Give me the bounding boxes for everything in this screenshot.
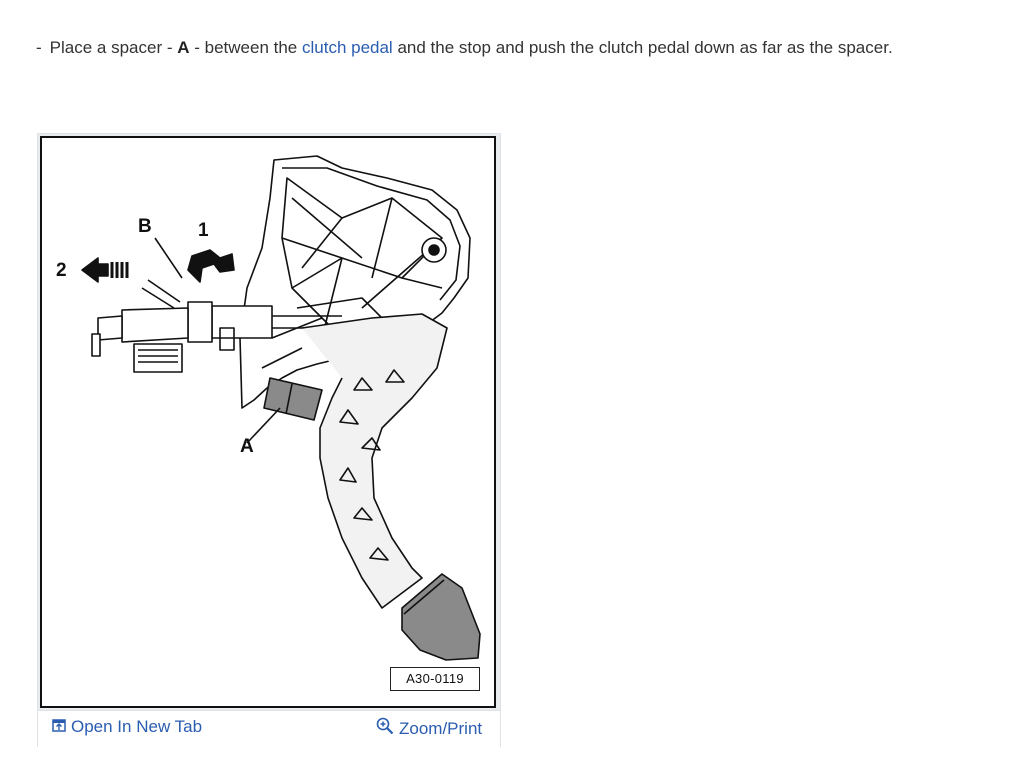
clutch-pedal-illustration: B 1 2 A A30-0119	[40, 136, 496, 708]
open-new-tab-icon	[52, 717, 66, 737]
step-bullet: -	[36, 38, 42, 57]
instruction-step: -Place a spacer - A - between the clutch…	[36, 37, 893, 59]
zoom-print-button[interactable]: Zoom/Print	[376, 717, 482, 740]
step-text-middle: - between the	[189, 38, 302, 57]
figure-toolbar: Open In New Tab Zoom/Print	[38, 710, 500, 747]
clutch-pedal-link[interactable]: clutch pedal	[301, 38, 393, 57]
figure-code: A30-0119	[390, 667, 480, 691]
callout-a: A	[240, 436, 254, 457]
pedal-drawing	[81, 155, 481, 661]
figure-container: B 1 2 A A30-0119 Open In New Tab	[38, 134, 500, 747]
open-new-tab-button[interactable]: Open In New Tab	[52, 717, 202, 737]
callout-b: B	[138, 216, 152, 237]
zoom-print-label: Zoom/Print	[399, 718, 483, 738]
open-new-tab-label: Open In New Tab	[71, 717, 203, 736]
callout-2: 2	[56, 260, 67, 281]
step-text-before: Place a spacer -	[49, 38, 178, 57]
zoom-in-icon	[376, 717, 394, 740]
step-text-after: and the stop and push the clutch pedal d…	[392, 38, 893, 57]
spacer-label: A	[177, 38, 190, 57]
callout-1: 1	[198, 220, 209, 241]
